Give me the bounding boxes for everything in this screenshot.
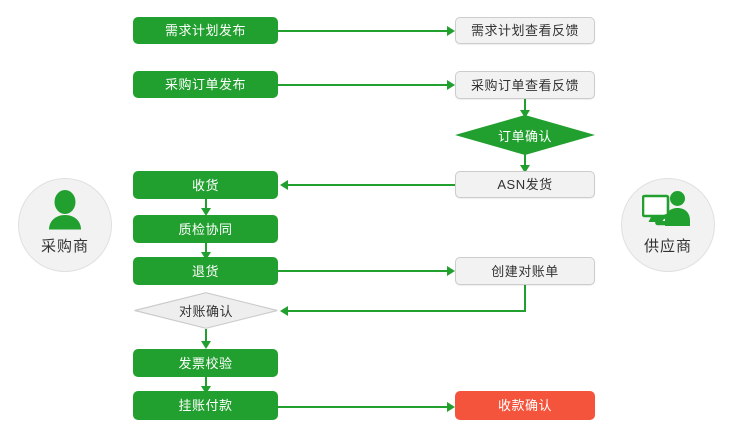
node-label: 对账确认 [178,304,233,319]
arrow-order-confirm [520,110,530,118]
node-create-statement[interactable]: 创建对账单 [455,257,595,285]
actor-label: 供应商 [643,238,692,255]
edge-payment-posting-to-received [278,406,448,408]
edge-asn-to-receive-goods [288,184,455,186]
edge-order-confirm-to-asn [524,154,526,172]
actor-label: 采购商 [40,238,89,255]
actor-buyer[interactable]: 采购商 [18,178,112,272]
node-label: 订单确认 [497,128,552,144]
person-icon [38,189,92,233]
arrow-asn-shipment [520,165,530,173]
edge-receive-to-quality [205,199,207,213]
arrow-return-goods [201,252,211,260]
arrow-payment-posting [201,386,211,394]
edge-create-statement-down [524,285,526,312]
node-label: ASN发货 [497,177,553,192]
edge-create-statement-to-statement-confirm [288,310,526,312]
node-asn-shipment[interactable]: ASN发货 [455,171,595,198]
node-label: 退货 [191,263,219,279]
arrow-demand-plan-feedback [447,26,455,36]
node-label: 收货 [191,177,219,193]
edge-po-feedback-to-order-confirm [524,99,526,117]
node-payment-posting[interactable]: 挂账付款 [133,391,278,420]
edge-return-to-create-statement [278,270,448,272]
edge-quality-to-return [205,243,207,257]
arrow-statement-confirm [280,306,288,316]
actor-supplier[interactable]: 供应商 [621,178,715,272]
node-demand-plan-publish[interactable]: 需求计划发布 [133,17,278,44]
node-label: 挂账付款 [178,398,233,413]
edge-statement-confirm-to-invoice [205,329,207,347]
node-invoice-verify[interactable]: 发票校验 [133,349,278,377]
arrow-payment-received [447,402,455,412]
node-label: 创建对账单 [491,263,559,279]
edge-po-publish-to-feedback [278,84,448,86]
arrow-po-feedback [447,80,455,90]
node-demand-plan-feedback[interactable]: 需求计划查看反馈 [455,17,595,44]
diamond-shape [134,292,278,329]
node-label: 质检协同 [178,221,233,237]
person-at-computer-icon [641,189,695,233]
node-label: 采购订单查看反馈 [470,77,579,93]
node-payment-received[interactable]: 收款确认 [455,391,595,420]
arrow-quality-collab [201,208,211,216]
node-label: 发票校验 [178,355,233,371]
node-label: 需求计划查看反馈 [470,23,579,38]
node-label: 收款确认 [497,398,552,413]
node-order-confirm[interactable]: 订单确认 [455,115,595,155]
node-receive-goods[interactable]: 收货 [133,171,278,199]
arrow-invoice-verify [201,341,211,349]
node-statement-confirm[interactable]: 对账确认 [134,292,278,329]
node-po-publish[interactable]: 采购订单发布 [133,71,278,98]
edge-demand-plan-publish-to-feedback [278,30,448,32]
node-label: 采购订单发布 [164,77,246,92]
node-return-goods[interactable]: 退货 [133,257,278,285]
arrow-create-statement [447,266,455,276]
edge-invoice-to-payment [205,377,207,391]
arrow-receive-goods [280,180,288,190]
node-po-feedback[interactable]: 采购订单查看反馈 [455,71,595,99]
node-quality-collab[interactable]: 质检协同 [133,215,278,243]
node-label: 需求计划发布 [164,23,246,38]
diamond-shape [455,115,595,155]
